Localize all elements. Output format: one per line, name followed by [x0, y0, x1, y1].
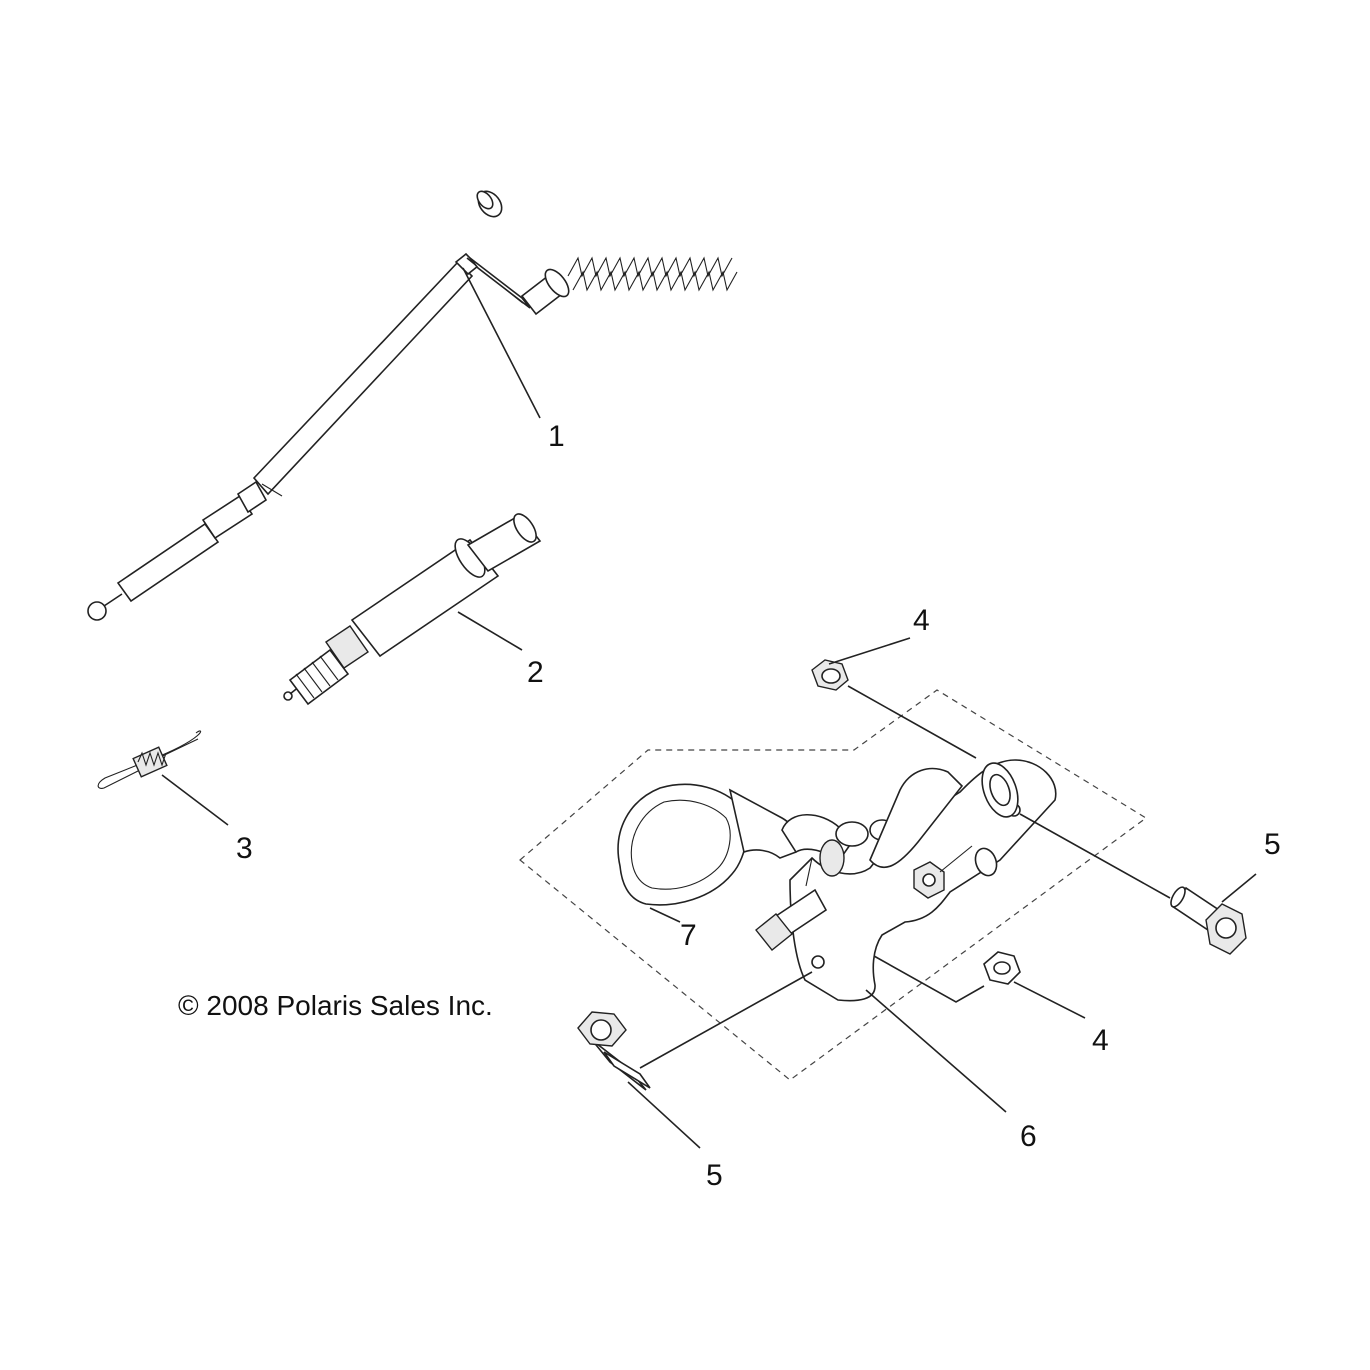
callout-5-right: 5: [1264, 828, 1281, 861]
part-3-spring: [97, 730, 229, 826]
part-2-adjuster-housing: [283, 513, 542, 706]
callout-3: 3: [236, 832, 253, 865]
part-4-nut-bottom: [873, 951, 1086, 1019]
part-4-nut-top: [811, 637, 977, 759]
part-5-bolt-right: [1019, 813, 1257, 955]
callout-1: 1: [548, 420, 565, 453]
callout-7: 7: [680, 919, 697, 952]
copyright-notice: © 2008 Polaris Sales Inc.: [178, 990, 493, 1021]
callout-4-bottom: 4: [1092, 1024, 1109, 1057]
cable-spring: [567, 256, 738, 292]
part-5-bolt-left: [577, 971, 813, 1149]
leader-6: [865, 989, 1007, 1113]
assembly-outline: [519, 689, 1148, 1081]
callout-2: 2: [527, 656, 544, 689]
callout-5-bottom: 5: [706, 1159, 723, 1192]
callout-6: 6: [1020, 1120, 1037, 1153]
part-7-lever-handle: [617, 762, 1019, 951]
part-1-cable: [87, 190, 738, 621]
callout-4-top: 4: [913, 604, 930, 637]
